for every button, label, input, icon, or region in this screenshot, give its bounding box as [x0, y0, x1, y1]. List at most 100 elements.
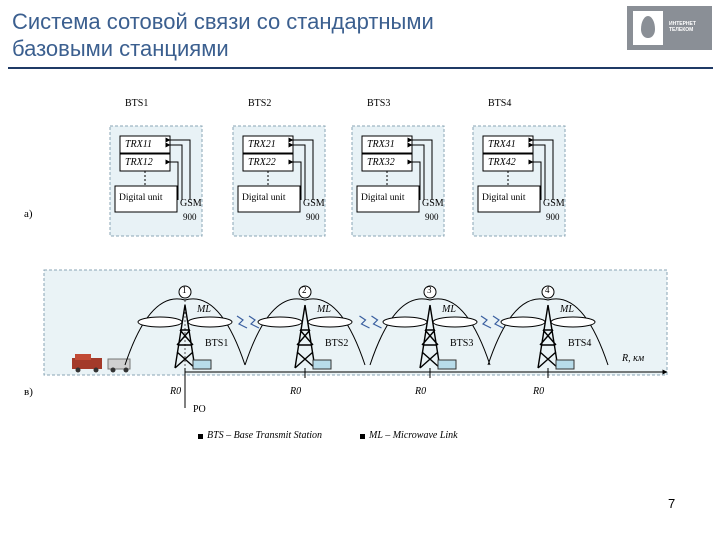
diagram-b-label: в): [24, 386, 33, 398]
antenna-feed: [407, 137, 433, 200]
legend-ml-bullet: [360, 434, 365, 439]
microwave-link-icon: [492, 315, 504, 329]
diagram-a-label: а): [24, 208, 33, 220]
antenna-feed: [528, 159, 542, 200]
trx-label: TRX21: [248, 139, 276, 150]
antenna-feed: [407, 142, 425, 200]
ml-label: ML: [317, 304, 331, 315]
digital-unit-label: Digital unit: [482, 193, 526, 203]
trx-label: TRX22: [248, 157, 276, 168]
distance-label: R0: [170, 386, 182, 397]
equipment-box: [437, 359, 457, 370]
coverage-arc: [369, 298, 491, 366]
equipment-box: [555, 359, 575, 370]
digital-unit-label: Digital unit: [361, 193, 405, 203]
site-number-circle: [423, 285, 437, 299]
antenna-lobe: [187, 316, 233, 328]
ml-label: ML: [197, 304, 211, 315]
site-number-label: 4: [545, 285, 550, 295]
trx-label: TRX41: [488, 139, 516, 150]
trx-label: TRX11: [125, 139, 153, 150]
microwave-link-icon: [248, 315, 260, 329]
title-line-1: Система сотовой связи со стандартными: [12, 9, 434, 34]
gsm-label: GSM: [180, 198, 202, 209]
bts-name-label: BTS4: [488, 98, 512, 109]
antenna-feed: [165, 142, 183, 200]
bts-site-label: BTS3: [450, 338, 474, 349]
band-label: 900: [183, 212, 197, 222]
band-label: 900: [306, 212, 320, 222]
origin-label: PO: [193, 404, 206, 415]
coverage-arc: [487, 298, 609, 366]
site-number-label: 3: [427, 285, 432, 295]
tower-icon: [294, 304, 316, 369]
ml-label: ML: [560, 304, 574, 315]
axis-label: R, км: [622, 353, 645, 364]
antenna-feed: [288, 159, 302, 200]
antenna-feed: [288, 142, 306, 200]
vehicles-icon: [72, 354, 131, 373]
microwave-link-icon: [371, 315, 382, 329]
site-number-label: 1: [182, 285, 187, 295]
gsm-label: GSM: [303, 198, 325, 209]
site-number-circle: [541, 285, 555, 299]
distance-label: R0: [415, 386, 427, 397]
trx-label: TRX42: [488, 157, 516, 168]
digital-unit-box: [356, 185, 420, 213]
bts-site-label: BTS4: [568, 338, 592, 349]
antenna-feed: [165, 159, 179, 200]
trx-label: TRX32: [367, 157, 395, 168]
gsm-label: GSM: [422, 198, 444, 209]
legend-bts-text: BTS – Base Transmit Station: [207, 430, 323, 441]
digital-unit-box: [114, 185, 178, 213]
digital-unit-label: Digital unit: [119, 193, 163, 203]
ml-label: ML: [442, 304, 456, 315]
bts-site-label: BTS1: [205, 338, 229, 349]
antenna-lobe: [500, 316, 546, 328]
digital-unit-box: [477, 185, 541, 213]
microwave-link-icon: [480, 315, 492, 329]
tower-icon: [174, 304, 196, 369]
site-number-circle: [178, 285, 192, 299]
bts-site-label: BTS2: [325, 338, 349, 349]
coverage-arc: [124, 298, 246, 366]
egg-logo-icon: [633, 11, 663, 45]
page-number: 7: [668, 496, 676, 511]
site-number-circle: [298, 285, 312, 299]
legend-ml-text: ML – Microwave Link: [369, 430, 458, 441]
title-line-2: базовыми станциями: [12, 36, 229, 61]
antenna-feed: [165, 137, 191, 200]
antenna-lobe: [307, 316, 353, 328]
distance-label: R0: [533, 386, 545, 397]
distance-label: R0: [290, 386, 302, 397]
antenna-lobe: [257, 316, 303, 328]
equipment-box: [312, 359, 332, 370]
bts-name-label: BTS3: [367, 98, 391, 109]
tower-icon: [537, 304, 559, 369]
band-label: 900: [425, 212, 439, 222]
title-underline: [8, 67, 713, 69]
antenna-feed: [407, 159, 421, 200]
equipment-box: [192, 359, 212, 370]
antenna-feed: [528, 137, 554, 200]
bts-name-label: BTS2: [248, 98, 272, 109]
band-label: 900: [546, 212, 560, 222]
antenna-lobe: [550, 316, 596, 328]
page-title: Система сотовой связи со стандартными ба…: [12, 8, 572, 62]
coverage-arc: [244, 298, 366, 366]
gsm-label: GSM: [543, 198, 565, 209]
trx-label: TRX31: [367, 139, 395, 150]
digital-unit-label: Digital unit: [242, 193, 286, 203]
trx-label: TRX12: [125, 157, 153, 168]
bts-name-label: BTS1: [125, 98, 149, 109]
antenna-feed: [528, 142, 546, 200]
site-number-label: 2: [302, 285, 307, 295]
tower-icon: [419, 304, 441, 369]
antenna-lobe: [382, 316, 428, 328]
legend-bts-bullet: [198, 434, 203, 439]
antenna-lobe: [432, 316, 478, 328]
